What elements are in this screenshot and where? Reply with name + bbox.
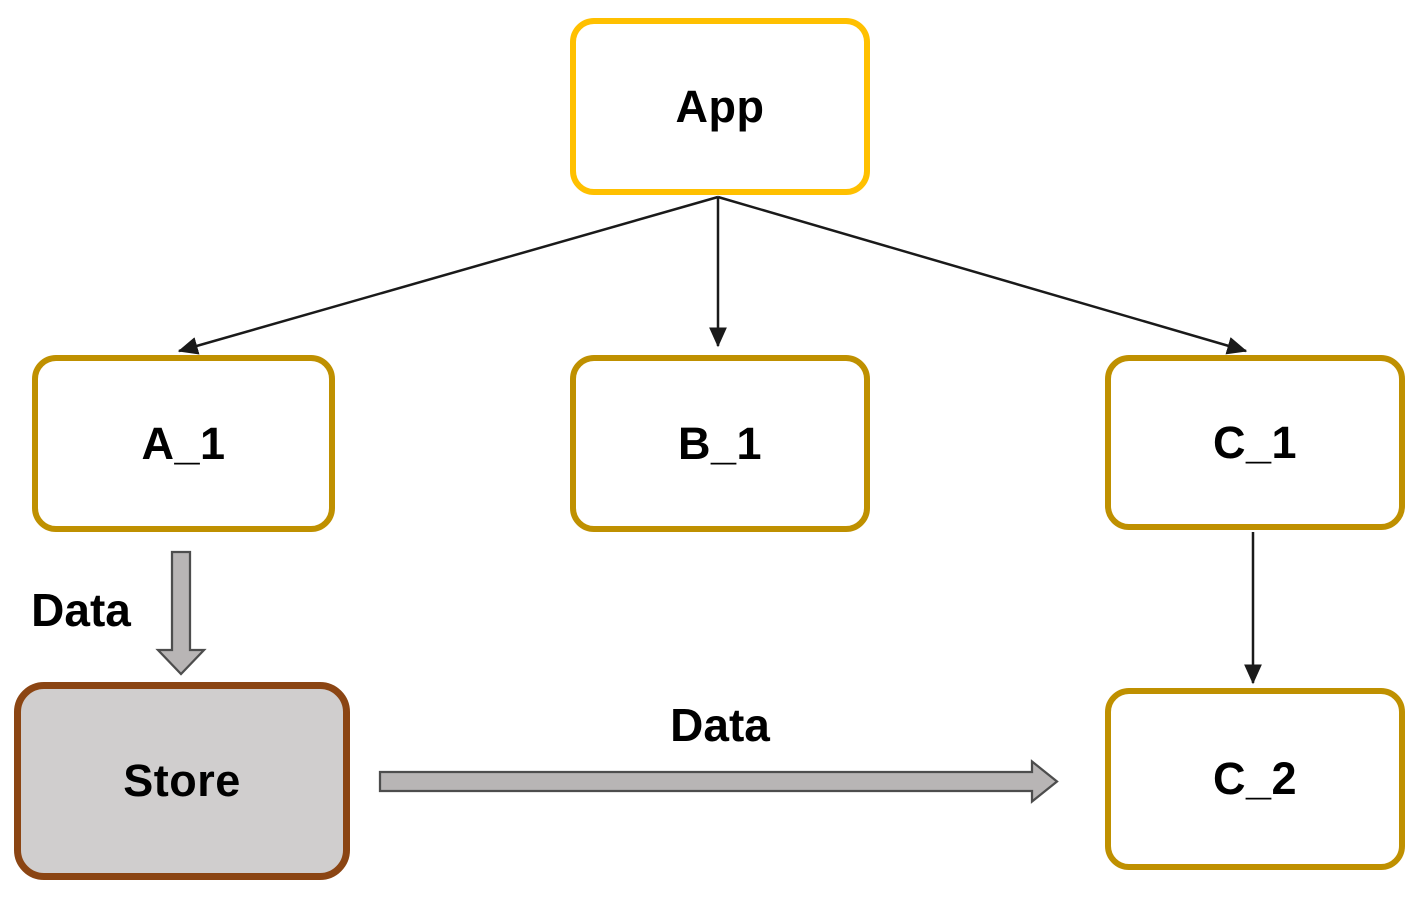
edge-app-to-c1 [717, 195, 1248, 355]
node-app-label: App [675, 80, 765, 132]
node-store-label: Store [123, 755, 241, 806]
node-b1: B_1 [570, 355, 870, 532]
node-c2: C_2 [1105, 688, 1405, 870]
edge-label-a1-to-store: Data [31, 584, 131, 636]
edge-app-to-a1 [177, 195, 719, 355]
node-c1: C_1 [1105, 355, 1405, 530]
edge-label-store-to-c2: Data [670, 699, 770, 751]
node-a1: A_1 [32, 355, 335, 532]
node-a1-label: A_1 [141, 417, 226, 469]
node-c1-label: C_1 [1212, 416, 1298, 468]
block-arrow-a1-to-store [155, 550, 207, 676]
node-c2-label: C_2 [1212, 753, 1298, 804]
node-b1-label: B_1 [677, 417, 763, 469]
node-app: App [570, 18, 870, 195]
node-store: Store [14, 682, 350, 880]
block-arrow-store-to-c2 [378, 759, 1059, 804]
